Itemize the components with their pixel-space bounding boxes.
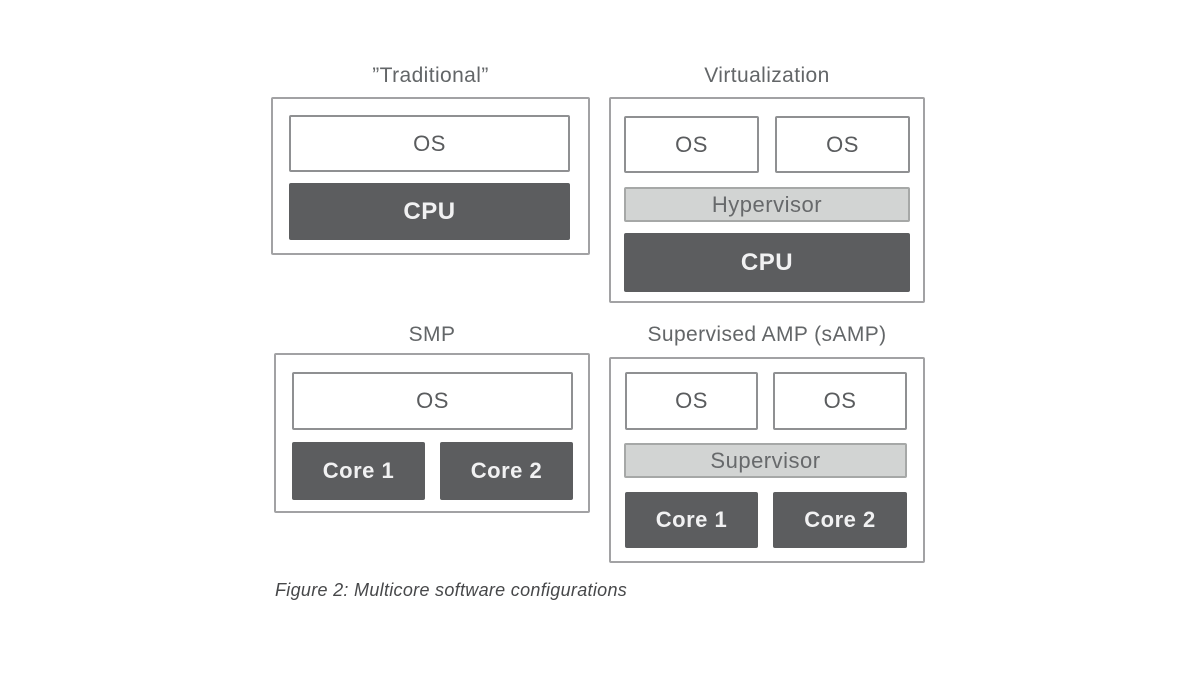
core2-box: Core 2 (773, 492, 907, 548)
os-box: OS (625, 372, 758, 430)
panel-title-samp: Supervised AMP (sAMP) (647, 323, 887, 346)
panel-title-smp: SMP (408, 323, 456, 346)
panel-virtualization: OS OS Hypervisor CPU (609, 97, 925, 303)
cpu-box: CPU (289, 183, 570, 240)
cpu-box: CPU (624, 233, 910, 292)
figure-caption: Figure 2: Multicore software configurati… (275, 580, 628, 600)
os-box: OS (289, 115, 570, 172)
supervisor-box: Supervisor (624, 443, 907, 478)
core1-box: Core 1 (292, 442, 425, 500)
panel-smp: OS Core 1 Core 2 (274, 353, 590, 513)
panel-title-traditional: ”Traditional” (372, 64, 489, 87)
core2-box: Core 2 (440, 442, 573, 500)
os-box: OS (292, 372, 573, 430)
panel-samp: OS OS Supervisor Core 1 Core 2 (609, 357, 925, 563)
core1-box: Core 1 (625, 492, 758, 548)
panel-traditional: OS CPU (271, 97, 590, 255)
panel-title-virtualization: Virtualization (704, 64, 830, 87)
hypervisor-box: Hypervisor (624, 187, 910, 222)
os-box: OS (624, 116, 759, 173)
os-box: OS (775, 116, 910, 173)
os-box: OS (773, 372, 907, 430)
